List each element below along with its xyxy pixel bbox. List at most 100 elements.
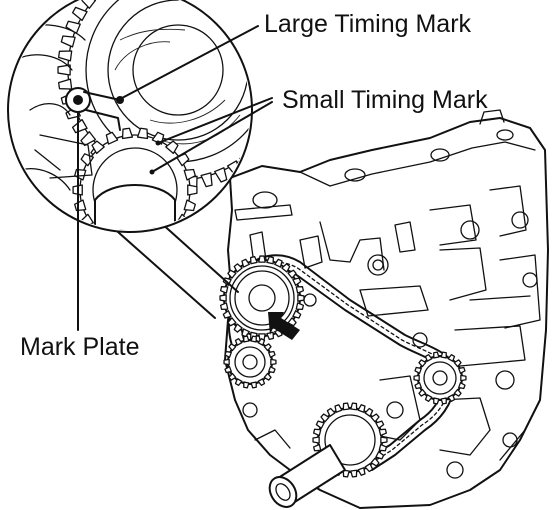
gear-tooth bbox=[268, 350, 276, 358]
gear-tooth bbox=[453, 359, 462, 368]
gear-tooth bbox=[357, 404, 366, 413]
lower-sprocket bbox=[268, 402, 388, 508]
gear-tooth bbox=[58, 78, 73, 90]
gear-tooth bbox=[136, 127, 149, 140]
gear-tooth bbox=[106, 236, 117, 248]
gear-tooth bbox=[200, 172, 213, 188]
gear-tooth bbox=[251, 143, 265, 157]
gear-tooth bbox=[258, 255, 266, 263]
gear-tooth bbox=[257, 338, 266, 346]
gear-tooth bbox=[234, 338, 243, 346]
gear-tooth bbox=[224, 350, 232, 358]
gear-tooth bbox=[433, 397, 440, 405]
mark-plate-label: Mark Plate bbox=[20, 333, 139, 361]
gear-tooth bbox=[261, 132, 275, 146]
gear-tooth bbox=[243, 381, 250, 389]
gear-tooth bbox=[414, 382, 422, 390]
gear-tooth bbox=[222, 310, 232, 319]
pointer-arrow bbox=[268, 312, 300, 340]
gear-tooth bbox=[263, 372, 272, 381]
gear-tooth bbox=[257, 378, 266, 386]
gear-tooth bbox=[228, 372, 237, 381]
gear-tooth bbox=[268, 366, 276, 374]
gear-tooth bbox=[241, 328, 250, 338]
gear-tooth bbox=[370, 457, 380, 467]
gear-tooth bbox=[414, 366, 422, 374]
gear-tooth bbox=[152, 236, 163, 248]
callout-leaders bbox=[77, 25, 273, 331]
gear-tooth bbox=[269, 120, 283, 133]
gear-tooth bbox=[80, 0, 97, 9]
gear-tooth bbox=[413, 374, 420, 382]
gear-tooth bbox=[342, 402, 350, 411]
gear-tooth bbox=[357, 467, 366, 476]
small-timing-mark-label: Small Timing Mark bbox=[282, 86, 488, 114]
gear-tooth bbox=[433, 351, 440, 359]
gear-tooth bbox=[234, 378, 243, 386]
gear-tooth bbox=[458, 382, 466, 390]
gear-tooth bbox=[418, 388, 427, 397]
gear-tooth bbox=[460, 374, 467, 382]
gear-tooth bbox=[312, 436, 320, 444]
gear-tooth bbox=[241, 258, 250, 268]
gear-tooth bbox=[183, 199, 196, 212]
gear-tooth bbox=[295, 286, 305, 294]
gear-tooth bbox=[274, 258, 283, 268]
gear-tooth bbox=[458, 366, 466, 374]
gear-tooth bbox=[187, 184, 198, 196]
gear-tooth bbox=[440, 351, 447, 359]
gear-tooth bbox=[263, 343, 272, 352]
gear-tooth bbox=[313, 428, 322, 437]
gear-tooth bbox=[375, 451, 385, 460]
gear-tooth bbox=[224, 366, 232, 374]
gear-tooth bbox=[71, 118, 88, 134]
gear-tooth bbox=[447, 394, 456, 402]
gear-tooth bbox=[334, 404, 343, 413]
gear-tooth bbox=[313, 443, 322, 452]
gear-tooth bbox=[219, 302, 229, 310]
gear-tooth bbox=[418, 359, 427, 368]
gear-tooth bbox=[183, 168, 196, 181]
gear-tooth bbox=[60, 35, 76, 48]
gear-tooth bbox=[227, 269, 237, 279]
gear-tooth bbox=[292, 277, 302, 286]
gear-tooth bbox=[364, 463, 374, 473]
gear-tooth bbox=[447, 354, 456, 362]
gear-tooth bbox=[250, 381, 257, 389]
gear-tooth bbox=[270, 358, 277, 366]
gear-tooth bbox=[250, 255, 258, 265]
gear-tooth bbox=[297, 294, 305, 302]
large-timing-mark-label: Large Timing Mark bbox=[264, 10, 472, 38]
gear-tooth bbox=[228, 343, 237, 352]
gear-tooth bbox=[105, 131, 119, 145]
gear-tooth bbox=[58, 50, 73, 62]
gear-tooth bbox=[250, 335, 257, 343]
gear-tooth bbox=[315, 420, 325, 429]
gear-tooth bbox=[227, 317, 237, 327]
gear-tooth bbox=[378, 428, 387, 437]
gear-tooth bbox=[326, 407, 336, 417]
gear-tooth bbox=[453, 388, 462, 397]
gear-tooth bbox=[266, 255, 274, 265]
gear-tooth bbox=[287, 269, 297, 279]
gear-tooth bbox=[295, 302, 305, 310]
engine-block bbox=[224, 109, 549, 509]
gear-tooth bbox=[380, 436, 388, 444]
gear-tooth bbox=[121, 127, 134, 140]
gear-tooth bbox=[378, 443, 387, 452]
gear-tooth bbox=[350, 469, 358, 478]
gear-tooth bbox=[219, 294, 227, 302]
gear-tooth bbox=[320, 413, 330, 423]
gear-tooth bbox=[286, 65, 298, 75]
gear-tooth bbox=[80, 153, 94, 167]
gear-tooth bbox=[71, 6, 88, 22]
gear-tooth bbox=[243, 335, 250, 343]
gear-tooth bbox=[165, 140, 179, 155]
gear-tooth bbox=[424, 394, 433, 402]
gear-tooth bbox=[350, 402, 358, 411]
gear-tooth bbox=[440, 397, 447, 405]
gear-tooth bbox=[233, 263, 243, 273]
gear-tooth bbox=[292, 310, 302, 319]
gear-tooth bbox=[233, 323, 243, 333]
gear-tooth bbox=[223, 358, 230, 366]
